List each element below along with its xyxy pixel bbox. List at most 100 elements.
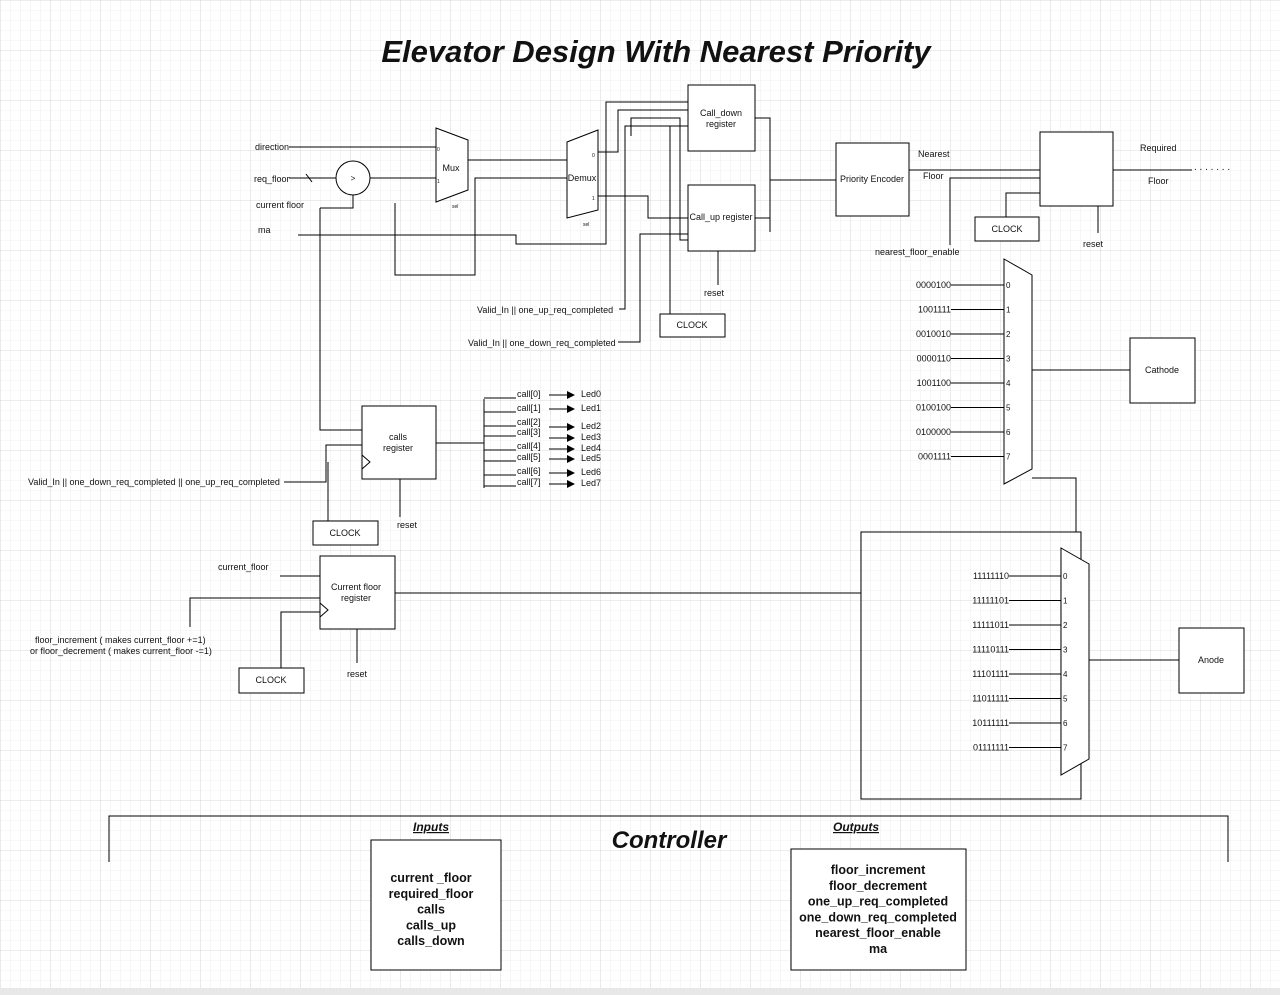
controller-input-item: calls_up — [406, 918, 456, 932]
inputs-heading: Inputs — [413, 820, 449, 834]
call-label: call[2] — [517, 417, 541, 427]
call-up-label: Call_up register — [689, 212, 752, 222]
controller-output-item: one_up_req_completed — [808, 895, 948, 909]
cathode-label: Cathode — [1145, 365, 1179, 375]
controller-input-item: calls — [417, 903, 445, 917]
cathode-select-index: 6 — [1006, 428, 1011, 437]
svg-text:0: 0 — [592, 153, 595, 159]
call-down-register — [687, 84, 756, 152]
nearest-clock — [974, 216, 1040, 242]
continuation-dots: . . . . . . . — [1194, 162, 1230, 173]
comparator-symbol: > — [351, 174, 356, 183]
anode-code: 11111101 — [972, 596, 1009, 606]
required-label: Required — [1140, 143, 1177, 153]
svg-text:0: 0 — [437, 147, 440, 153]
led-label: Led3 — [581, 432, 601, 442]
cathode-select-index: 3 — [1006, 355, 1011, 364]
calls-register-label-1: calls — [389, 432, 408, 442]
calls-register-section: calls register reset CLOCK Valid_In || o… — [28, 389, 601, 546]
anode-select-index: 3 — [1063, 646, 1068, 655]
current-floor-clock — [238, 667, 305, 694]
led-label: Led1 — [581, 403, 601, 413]
cathode-code: 0000100 — [916, 280, 951, 290]
cathode-select-index: 4 — [1006, 379, 1011, 388]
calls-register-label-2: register — [383, 443, 413, 453]
call-up-register — [687, 184, 756, 252]
cathode-box — [1129, 337, 1196, 404]
anode-code: 11110111 — [972, 645, 1009, 655]
svg-text:1: 1 — [437, 179, 440, 185]
current-floor-clock-label: CLOCK — [255, 675, 286, 685]
call-label: call[7] — [517, 477, 541, 487]
anode-select-index: 0 — [1063, 572, 1068, 581]
call-clock — [659, 313, 726, 338]
call-label: call[0] — [517, 389, 541, 399]
controller-output-item: nearest_floor_enable — [815, 926, 941, 940]
svg-text:sel: sel — [583, 222, 589, 228]
cathode-select-index: 2 — [1006, 330, 1011, 339]
call-clock-label: CLOCK — [676, 320, 707, 330]
call-label: call[3] — [517, 427, 541, 437]
current-floor-register-label-2: register — [341, 593, 371, 603]
anode-mux — [1060, 547, 1090, 776]
controller-input-item: current _floor — [390, 871, 471, 885]
anode-select-index: 7 — [1063, 744, 1068, 753]
cathode-code: 1001100 — [917, 378, 951, 388]
led-label: Led7 — [581, 478, 601, 488]
nearest-reset-label: reset — [1083, 239, 1104, 249]
comparator — [335, 160, 371, 196]
anode-box — [1178, 627, 1245, 694]
cathode-code: 0100100 — [916, 403, 951, 413]
anode-code: 10111111 — [972, 718, 1009, 728]
nearest-floor-enable-label: nearest_floor_enable — [875, 247, 960, 257]
anode-code: 11111110 — [973, 571, 1009, 581]
nearest-label: Nearest — [918, 149, 950, 159]
cathode-code: 1001111 — [918, 305, 951, 315]
floor-decrement-label: or floor_decrement ( makes current_floor… — [30, 646, 212, 656]
current-floor-register-label-1: Current floor — [331, 582, 381, 592]
anode-select-index: 4 — [1063, 670, 1068, 679]
anode-select-index: 6 — [1063, 719, 1068, 728]
svg-text:1: 1 — [592, 196, 595, 202]
current-floor-reset-label: reset — [347, 669, 368, 679]
diagram-title: Elevator Design With Nearest Priority — [381, 34, 932, 69]
anode-select-index: 5 — [1063, 695, 1068, 704]
controller-section: Controller Inputs current _floorrequired… — [108, 815, 1229, 971]
input-label-req-floor: req_floor — [254, 174, 290, 184]
input-label-direction: direction — [255, 142, 289, 152]
led-label: Led0 — [581, 389, 601, 399]
outputs-heading: Outputs — [833, 820, 879, 834]
led-label: Led5 — [581, 453, 601, 463]
anode-select-index: 1 — [1063, 597, 1068, 606]
cathode-mux — [1003, 258, 1033, 485]
calls-clock — [312, 520, 379, 546]
cathode-code: 0000110 — [917, 354, 951, 364]
call-label: call[5] — [517, 452, 541, 462]
input-label-ma: ma — [258, 225, 271, 235]
anode-code: 11111011 — [972, 620, 1009, 630]
nearest-clock-label: CLOCK — [991, 224, 1022, 234]
controller-output-item: one_down_req_completed — [799, 910, 957, 924]
cathode-code: 0010010 — [916, 329, 951, 339]
anode-code: 11011111 — [972, 694, 1009, 704]
anode-label: Anode — [1198, 655, 1224, 665]
cathode-select-index: 1 — [1006, 306, 1011, 315]
led-label: Led4 — [581, 443, 601, 453]
calls-register — [361, 405, 437, 480]
priority-encoder — [835, 142, 910, 217]
controller-input-item: required_floor — [389, 887, 474, 901]
call-down-label-1: Call_down — [700, 108, 742, 118]
call-label: call[4] — [517, 441, 541, 451]
current-floor-section: current_floor Current floor register res… — [30, 555, 861, 694]
floor-label: Floor — [923, 171, 944, 181]
demux-block — [566, 129, 599, 219]
call-registers: Call_down register Call_up register rese… — [468, 84, 836, 348]
controller-output-item: floor_decrement — [829, 879, 928, 893]
anode-code: 11101111 — [972, 669, 1009, 679]
cathode-select-index: 5 — [1006, 404, 1011, 413]
floor-increment-label: floor_increment ( makes current_floor +=… — [35, 635, 206, 645]
mux-block — [435, 127, 469, 203]
